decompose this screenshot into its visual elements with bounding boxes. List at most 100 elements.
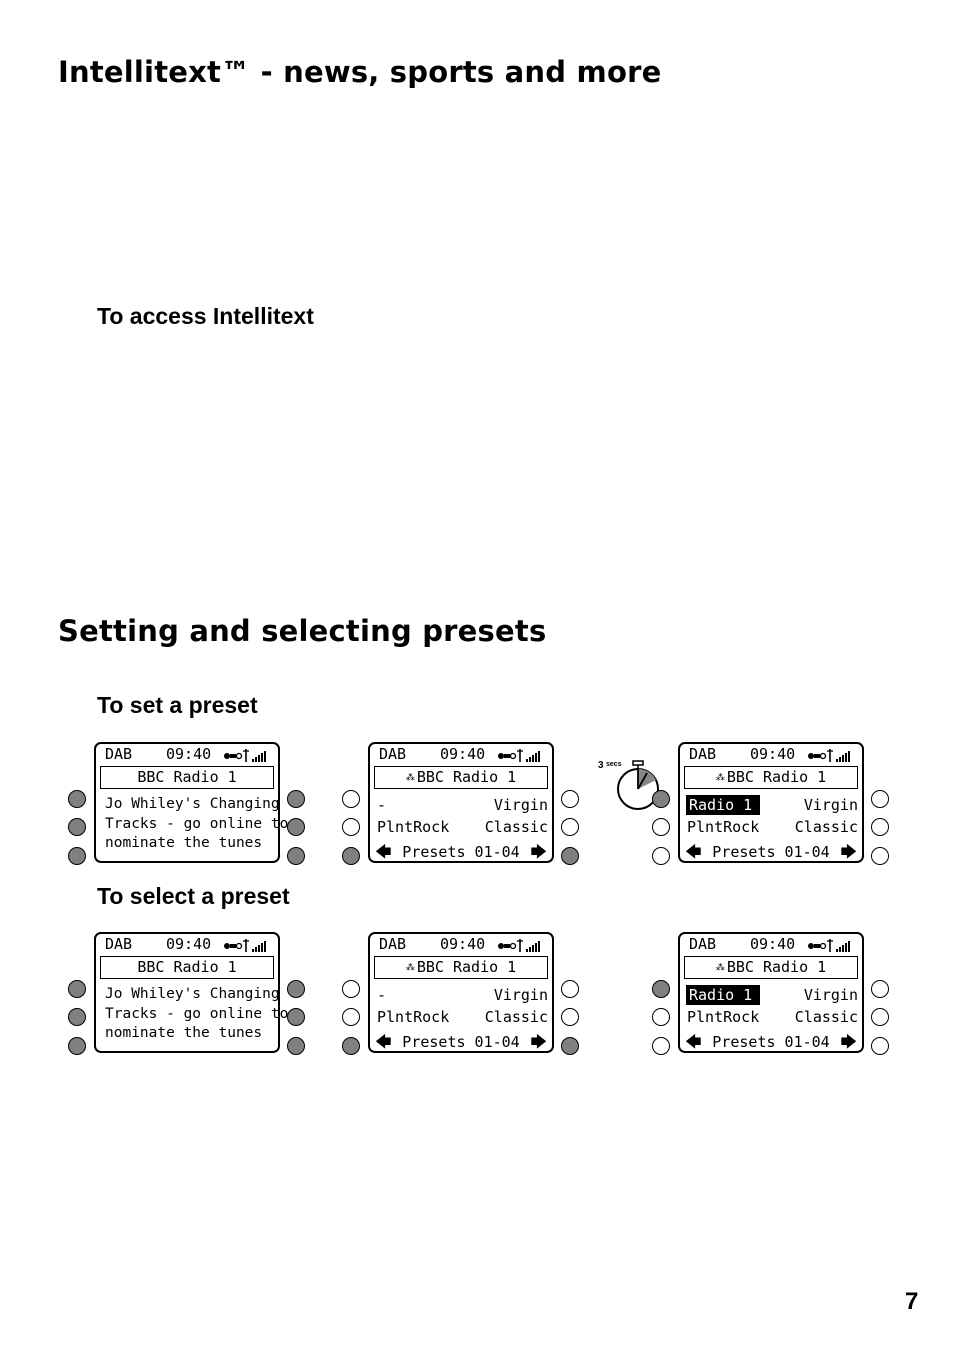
status-icons — [498, 939, 540, 952]
left-button-2[interactable] — [342, 1008, 360, 1026]
right-button-2[interactable] — [561, 1008, 579, 1026]
right-button-1[interactable] — [561, 790, 579, 808]
status-icons — [808, 939, 850, 952]
right-button-3[interactable] — [561, 1037, 579, 1055]
left-button-3[interactable] — [68, 847, 86, 865]
arrow-left-icon: 🡄 — [375, 1032, 392, 1051]
preset-3: PlntRock — [377, 818, 450, 836]
dls-line-1: Jo Whiley's Changing — [105, 796, 280, 812]
preset-page-label: Presets 01-04 — [712, 843, 830, 861]
right-button-2[interactable] — [871, 1008, 889, 1026]
arrow-right-icon: 🡆 — [530, 1032, 547, 1051]
radio-unit-select-step1: DAB 09:40 BBC Radio 1 Jo Whiley's Changi… — [66, 932, 316, 1057]
section-title-intellitext: Intellitext™ - news, sports and more — [58, 55, 662, 89]
right-button-2[interactable] — [287, 818, 305, 836]
left-button-1[interactable] — [342, 980, 360, 998]
left-button-3[interactable] — [342, 1037, 360, 1055]
preset-2: Virgin — [803, 796, 858, 814]
right-button-3[interactable] — [871, 847, 889, 865]
left-button-3[interactable] — [652, 1037, 670, 1055]
station-name-box: BBC Radio 1 — [100, 766, 274, 789]
right-button-1[interactable] — [287, 980, 305, 998]
svg-text:secs: secs — [606, 761, 622, 768]
preset-row-2: PlntRock Classic — [687, 817, 858, 837]
dls-text: Jo Whiley's Changing Tracks - go online … — [105, 795, 288, 854]
status-icons — [224, 749, 266, 762]
preset-row-1: - Virgin — [377, 985, 548, 1005]
right-button-3[interactable] — [287, 1037, 305, 1055]
left-button-1[interactable] — [342, 790, 360, 808]
right-button-1[interactable] — [871, 980, 889, 998]
mode-label: DAB — [379, 745, 407, 763]
station-name-box: ⁂BBC Radio 1 — [374, 766, 548, 789]
clock: 09:40 — [166, 745, 212, 763]
preset-3: PlntRock — [687, 818, 760, 836]
arrow-left-icon: 🡄 — [375, 842, 392, 861]
preset-2: Virgin — [493, 986, 548, 1004]
right-button-2[interactable] — [287, 1008, 305, 1026]
signal-icon: ⁂ — [715, 773, 725, 783]
clock: 09:40 — [166, 935, 212, 953]
preset-1: - — [377, 796, 387, 814]
lcd-display: DAB 09:40 ⁂BBC Radio 1 - Virgin PlntRock… — [368, 742, 554, 863]
arrow-left-icon: 🡄 — [685, 842, 702, 861]
station-name-box: ⁂BBC Radio 1 — [684, 956, 858, 979]
section-title-presets: Setting and selecting presets — [58, 614, 547, 648]
left-button-2[interactable] — [68, 818, 86, 836]
preset-1-selected: Radio 1 — [686, 795, 760, 815]
radio-unit-select-step3: DAB 09:40 ⁂BBC Radio 1 Radio 1 Virgin Pl… — [650, 932, 900, 1057]
clock: 09:40 — [750, 935, 796, 953]
station-name: BBC Radio 1 — [726, 958, 827, 976]
right-button-1[interactable] — [871, 790, 889, 808]
preset-row-2: PlntRock Classic — [687, 1007, 858, 1027]
left-button-3[interactable] — [68, 1037, 86, 1055]
mode-label: DAB — [105, 745, 133, 763]
left-button-2[interactable] — [68, 1008, 86, 1026]
radio-unit-set-step1: DAB 09:40 BBC Radio 1 Jo Whiley's Changi… — [66, 742, 316, 867]
signal-icon: ⁂ — [715, 963, 725, 973]
status-icons — [808, 749, 850, 762]
left-button-3[interactable] — [342, 847, 360, 865]
preset-row-1: Radio 1 Virgin — [686, 795, 858, 815]
right-button-2[interactable] — [871, 818, 889, 836]
left-button-1[interactable] — [68, 980, 86, 998]
left-button-1[interactable] — [652, 790, 670, 808]
station-name-box: ⁂BBC Radio 1 — [684, 766, 858, 789]
arrow-right-icon: 🡆 — [530, 842, 547, 861]
left-button-2[interactable] — [652, 1008, 670, 1026]
signal-icon: ⁂ — [405, 963, 415, 973]
left-button-3[interactable] — [652, 847, 670, 865]
preset-page-nav: 🡄 Presets 01-04 🡆 — [684, 842, 858, 862]
right-button-1[interactable] — [561, 980, 579, 998]
right-button-3[interactable] — [287, 847, 305, 865]
page-number: 7 — [905, 1288, 919, 1315]
preset-page-label: Presets 01-04 — [712, 1033, 830, 1051]
left-button-1[interactable] — [652, 980, 670, 998]
preset-4: Classic — [794, 818, 858, 836]
left-button-2[interactable] — [342, 818, 360, 836]
right-button-3[interactable] — [561, 847, 579, 865]
station-name: BBC Radio 1 — [137, 768, 237, 786]
mode-label: DAB — [689, 935, 717, 953]
preset-page-nav: 🡄 Presets 01-04 🡆 — [684, 1032, 858, 1052]
preset-row-1: - Virgin — [377, 795, 548, 815]
clock: 09:40 — [750, 745, 796, 763]
arrow-left-icon: 🡄 — [685, 1032, 702, 1051]
preset-3: PlntRock — [377, 1008, 450, 1026]
dls-line-1: Jo Whiley's Changing — [105, 986, 280, 1002]
dls-line-3: nominate the tunes — [105, 835, 263, 851]
preset-row-1: Radio 1 Virgin — [686, 985, 858, 1005]
lcd-display: DAB 09:40 BBC Radio 1 Jo Whiley's Changi… — [94, 932, 288, 1053]
preset-4: Classic — [484, 818, 548, 836]
left-button-1[interactable] — [68, 790, 86, 808]
preset-1-selected: Radio 1 — [686, 985, 760, 1005]
preset-page-nav: 🡄 Presets 01-04 🡆 — [374, 842, 548, 862]
preset-row-2: PlntRock Classic — [377, 817, 548, 837]
right-button-2[interactable] — [561, 818, 579, 836]
station-name-box: BBC Radio 1 — [100, 956, 274, 979]
preset-4: Classic — [484, 1008, 548, 1026]
right-button-3[interactable] — [871, 1037, 889, 1055]
preset-2: Virgin — [493, 796, 548, 814]
left-button-2[interactable] — [652, 818, 670, 836]
right-button-1[interactable] — [287, 790, 305, 808]
